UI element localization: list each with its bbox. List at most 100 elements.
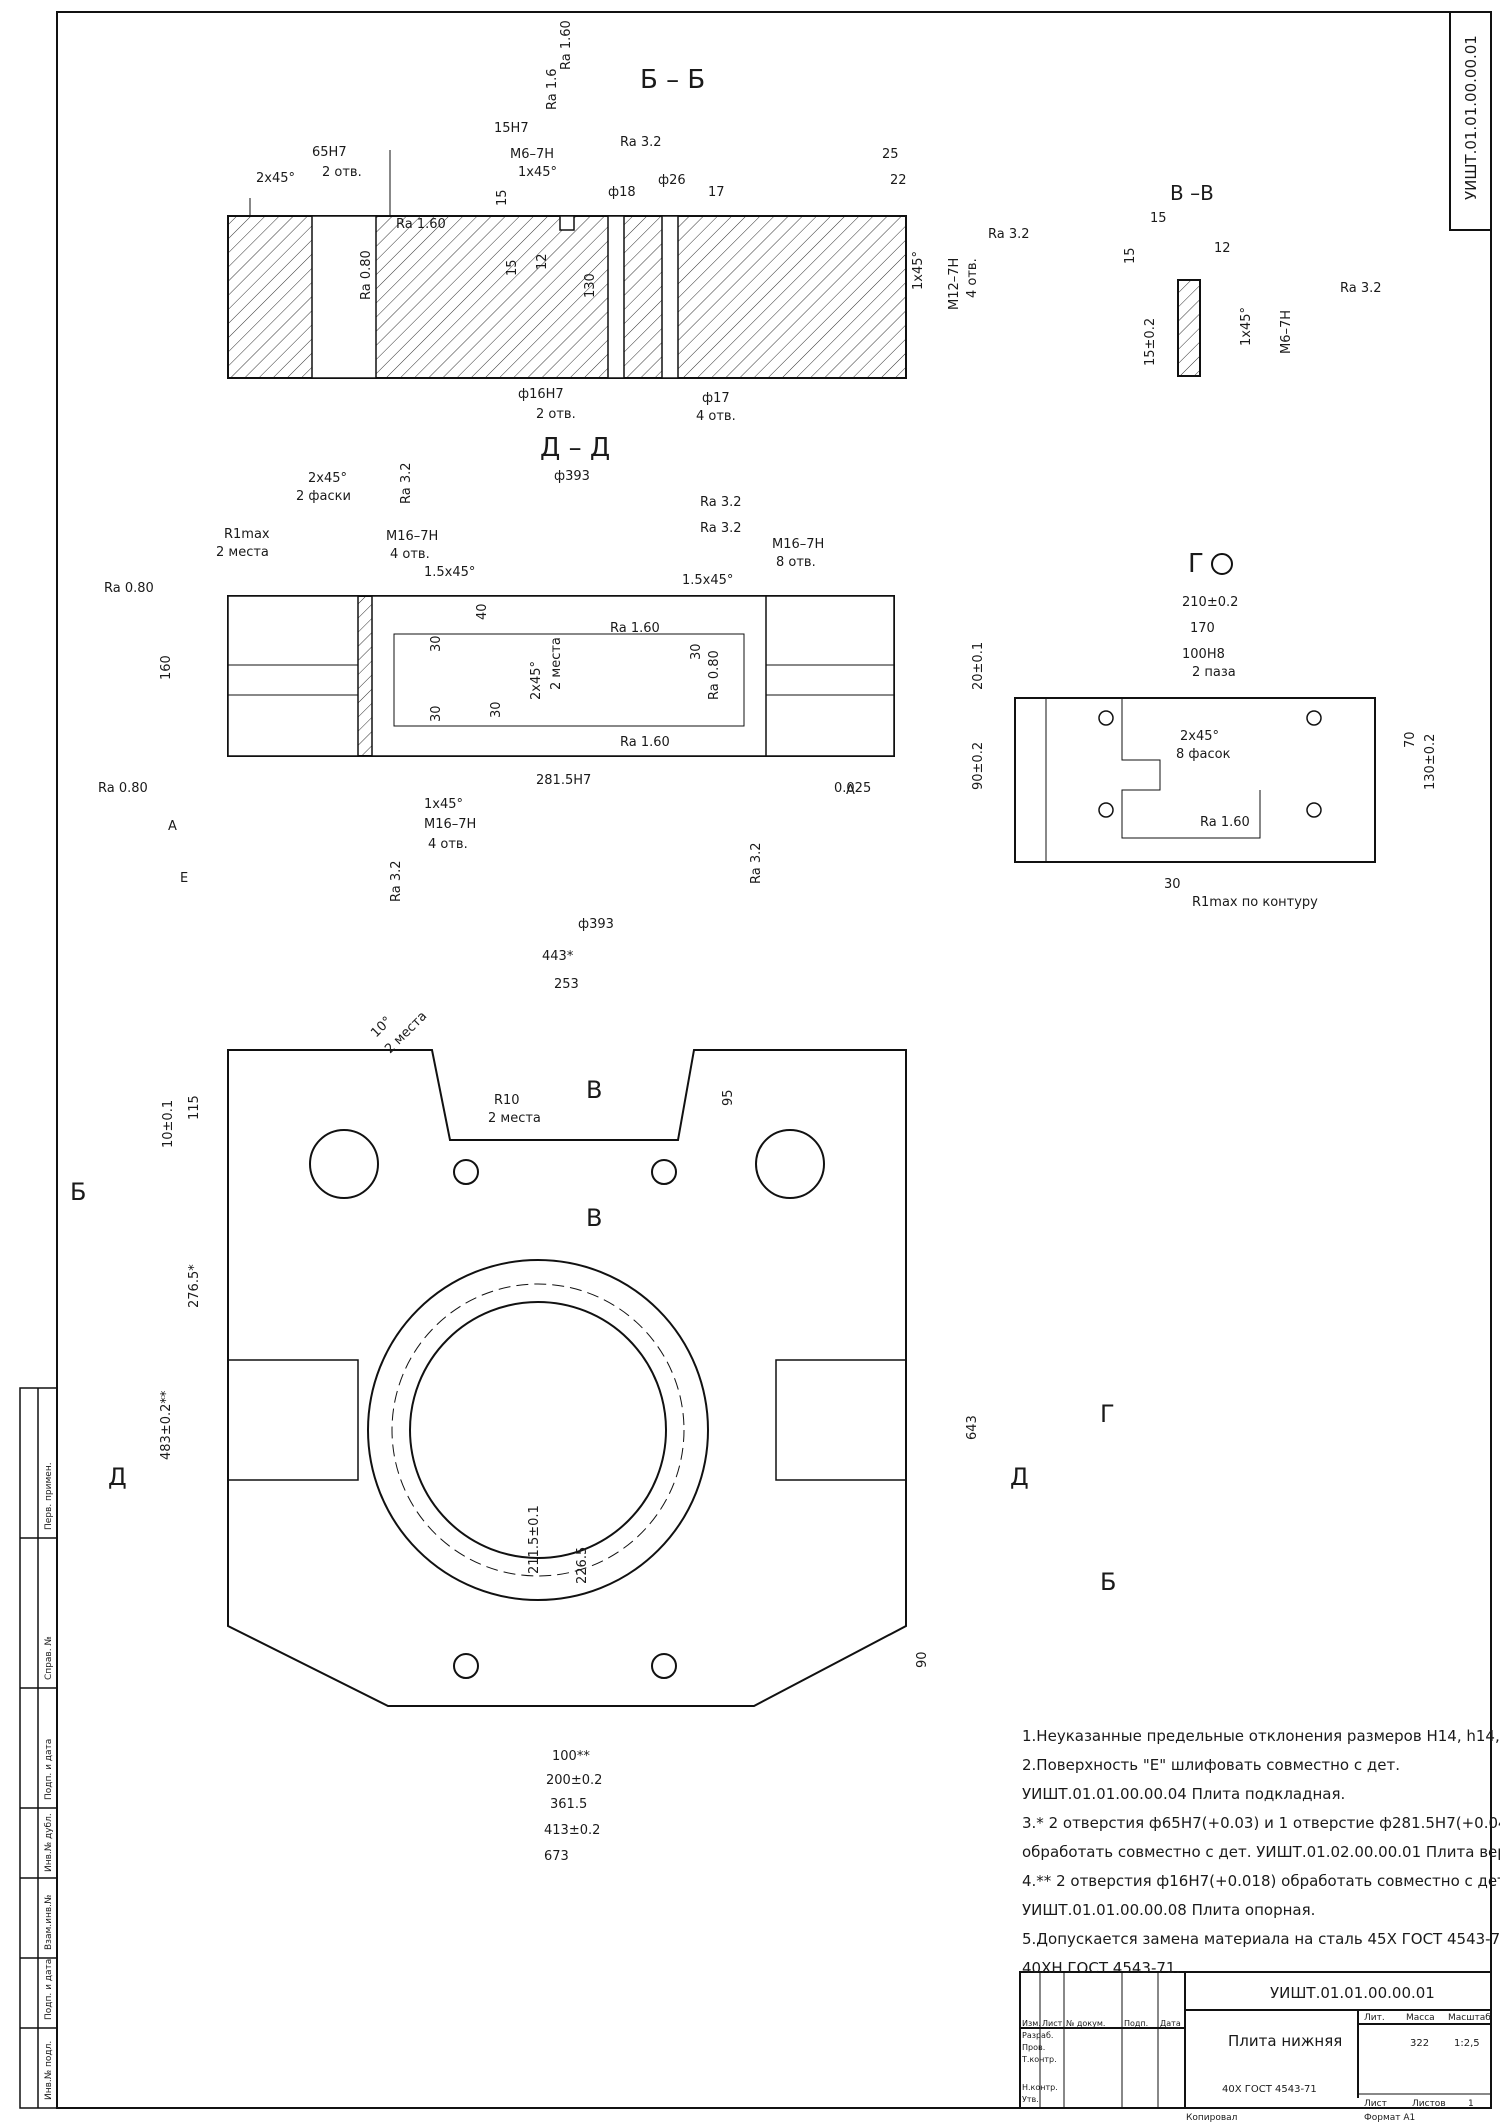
dim-label: 15 — [495, 189, 510, 206]
dim-label: Ra 1.60 — [620, 735, 670, 750]
dim-label: Ra 3.2 — [700, 495, 742, 510]
section-vv: В –В — [1170, 181, 1214, 377]
dim-label: 2 отв. — [536, 407, 576, 422]
tb-mass-label: Масса — [1406, 2013, 1435, 2023]
tb-code: УИШТ.01.01.00.00.01 — [1270, 1984, 1435, 2002]
tb-material: 40X ГОСТ 4543-71 — [1222, 2084, 1317, 2095]
dim-label: 15±0.2 — [1143, 318, 1158, 366]
dim-label: 1.5x45° — [682, 573, 733, 588]
note-line: 5.Допускается замена материала на сталь … — [1022, 1930, 1500, 1948]
dim-label: 70 — [1403, 731, 1418, 748]
tb-name: Плита нижняя — [1228, 2032, 1342, 2050]
dim-label: 115 — [187, 1095, 202, 1120]
dim-label: 30 — [489, 701, 504, 718]
view-g-title: Г — [1188, 549, 1204, 579]
section-bb-title: Б – Б — [640, 65, 705, 95]
dim-label: 2 места — [488, 1111, 541, 1126]
tb-role-0: Разраб. — [1022, 2031, 1053, 2040]
dim-label: ф26 — [658, 173, 686, 188]
dim-label: 17 — [708, 185, 725, 200]
view-g: Г — [1014, 549, 1376, 863]
mark-d-left: Д — [108, 1463, 127, 1491]
dim-label: M6–7H — [510, 147, 554, 162]
dim-label: Ra 1.60 — [610, 621, 660, 636]
dim-label: 643 — [965, 1415, 980, 1440]
dim-label: ф18 — [608, 185, 636, 200]
dim-label: 2 места — [549, 637, 564, 690]
dim-label: Ra 1.60 — [396, 217, 446, 232]
dim-label: Ra 0.80 — [359, 250, 374, 300]
tb-role-2: Т.контр. — [1021, 2055, 1057, 2064]
dim-label: M6–7H — [1279, 310, 1294, 354]
tb-format: Формат A1 — [1364, 2113, 1415, 2123]
dim-label: 276.5* — [187, 1264, 202, 1308]
note-line: 1.Неуказанные предельные отклонения разм… — [1022, 1727, 1500, 1745]
dim-label: M16–7H — [772, 537, 824, 552]
tb-role-4: Утв. — [1022, 2095, 1039, 2104]
dim-label: 90±0.2 — [971, 742, 986, 790]
dim-label: 200±0.2 — [546, 1773, 602, 1788]
dim-label: 30 — [1164, 877, 1181, 892]
side-strip-labels: Перв. примен. Справ. № Подп. и дата Инв.… — [44, 1462, 54, 2100]
note-line: обработать совместно с дет. УИШТ.01.02.0… — [1022, 1843, 1500, 1861]
dim-label: 95 — [721, 1089, 736, 1106]
dim-label: 8 фасок — [1176, 747, 1231, 762]
dim-label: 15 — [1150, 211, 1167, 226]
dim-label: 160 — [159, 655, 174, 680]
dim-label: Ra 3.2 — [399, 462, 414, 504]
dim-label: Ra 3.2 — [1340, 281, 1382, 296]
dim-label: A — [168, 819, 177, 834]
tb-copied: Копировал — [1186, 2113, 1237, 2123]
dim-label: Ra 0.80 — [707, 650, 722, 700]
dim-label: 2x45° — [529, 661, 544, 700]
dim-label: ф393 — [578, 917, 614, 932]
dim-label: M16–7H — [386, 529, 438, 544]
dim-label: 15 — [505, 259, 520, 276]
mark-b-right: Б — [1100, 1568, 1116, 1596]
dim-label: 413±0.2 — [544, 1823, 600, 1838]
plan-view — [227, 1049, 907, 1707]
tb-mass: 322 — [1410, 2038, 1429, 2049]
note-line: 4.** 2 отверстия ф16H7(+0.018) обработат… — [1022, 1872, 1500, 1890]
dim-label: 483±0.2** — [159, 1390, 174, 1460]
dim-label: Ra 1.6 — [545, 68, 560, 110]
dim-label: 1x45° — [911, 251, 926, 290]
title-block — [1019, 1971, 1492, 2109]
tb-col-4: Дата — [1160, 2019, 1181, 2028]
section-marks: Б Д Д Г Б В В — [70, 1076, 1116, 1596]
tb-col-2: № докум. — [1066, 2019, 1105, 2028]
dim-label: 12 — [1214, 241, 1231, 256]
dim-label: 90 — [915, 1651, 930, 1668]
tb-scale-label: Масштаб — [1448, 2013, 1491, 2023]
title-block-text: УИШТ.01.01.00.00.01 Плита нижняя 40X ГОС… — [1021, 1984, 1491, 2123]
code-box — [1449, 11, 1492, 231]
side-strip — [19, 1387, 58, 2109]
mark-b-left: Б — [70, 1178, 86, 1206]
dim-label: 210±0.2 — [1182, 595, 1238, 610]
dim-label: Ra 3.2 — [700, 521, 742, 536]
dim-label: 2 отв. — [322, 165, 362, 180]
sheet-code-vertical: УИШТ.01.01.00.00.01 — [1462, 35, 1480, 200]
tb-sheets-label: Листов — [1412, 2099, 1446, 2109]
dim-label: M12–7H — [947, 258, 962, 310]
dim-label: 20±0.1 — [971, 642, 986, 690]
dim-label: A — [846, 783, 855, 798]
dim-label: 130±0.2 — [1423, 734, 1438, 790]
note-line: УИШТ.01.01.00.00.08 Плита опорная. — [1022, 1901, 1316, 1919]
dim-label: 2x45° — [308, 471, 347, 486]
dim-label: 4 отв. — [428, 837, 468, 852]
dim-label: 4 отв. — [965, 258, 980, 298]
side-label: Инв.№ подл. — [44, 2041, 54, 2100]
tb-lit: Лит. — [1364, 2013, 1385, 2023]
note-line: 2.Поверхность "E" шлифовать совместно с … — [1022, 1756, 1400, 1774]
tb-scale: 1:2,5 — [1454, 2038, 1480, 2049]
dim-label: 443* — [542, 949, 574, 964]
dim-label: 1x45° — [1239, 307, 1254, 346]
dim-label: 100** — [552, 1749, 590, 1764]
